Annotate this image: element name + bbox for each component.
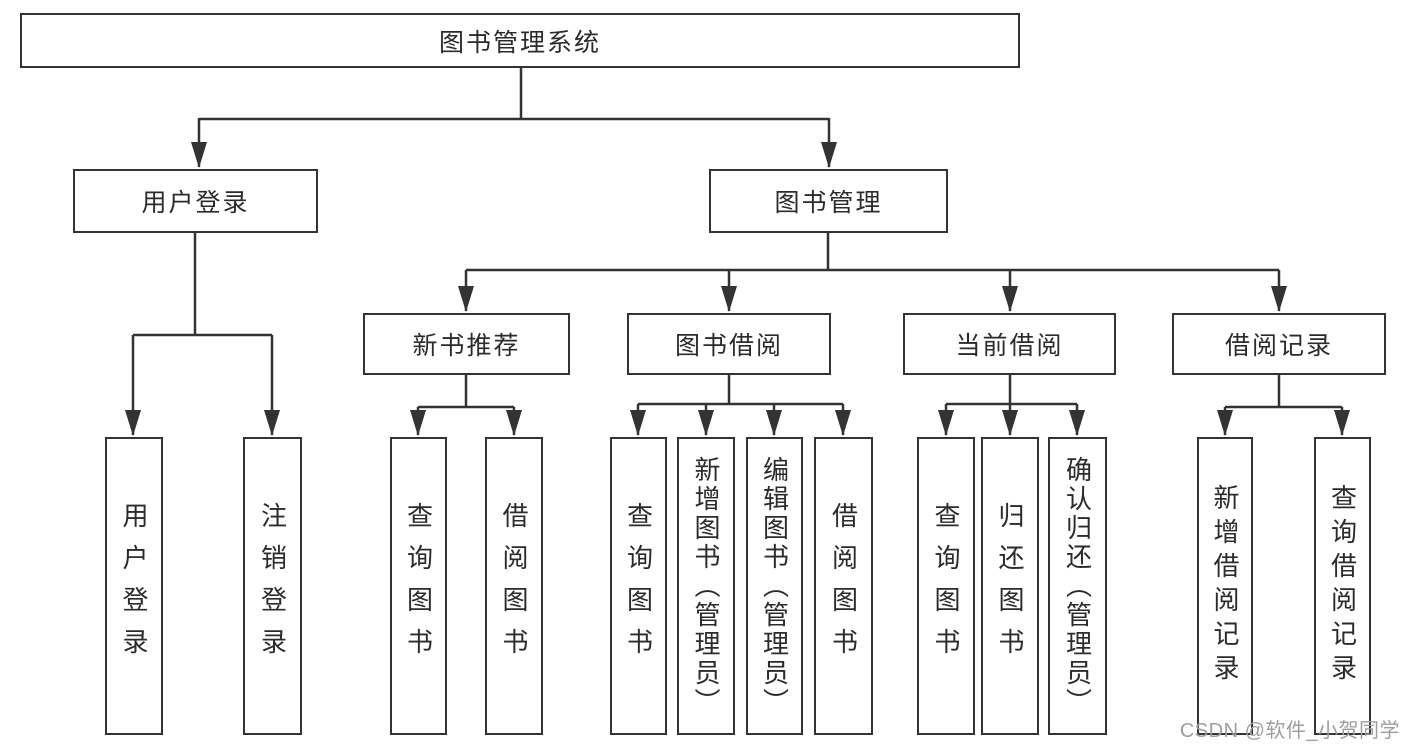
node-new-book-recommend-label: 新书推荐 bbox=[412, 332, 521, 360]
node-current-borrowing-label: 当前借阅 bbox=[955, 332, 1064, 360]
node-book-borrowing: 图书借阅 bbox=[627, 313, 831, 375]
node-book-management: 图书管理 bbox=[709, 169, 948, 233]
node-leaf-user-login: 用户登录 bbox=[105, 437, 163, 735]
node-leaf-edit-books-admin: 编辑图书（管理员） bbox=[746, 437, 803, 735]
node-leaf-add-books-admin: 新增图书（管理员） bbox=[677, 437, 735, 735]
csdn-watermark: CSDN @软件_小贺同学 bbox=[1179, 720, 1400, 742]
node-leaf-borrow-books: 借阅图书 bbox=[814, 437, 873, 735]
node-new-book-recommend: 新书推荐 bbox=[363, 313, 570, 375]
node-root-system: 图书管理系统 bbox=[20, 13, 1020, 68]
node-leaf-recommend-query-books-label: 查询图书 bbox=[403, 502, 434, 670]
node-leaf-query-borrow-record: 查询借阅记录 bbox=[1314, 437, 1371, 735]
node-leaf-borrow-query-books-label: 查询图书 bbox=[623, 502, 654, 670]
node-current-borrowing: 当前借阅 bbox=[903, 313, 1116, 375]
node-leaf-recommend-query-books: 查询图书 bbox=[390, 437, 447, 735]
node-leaf-add-borrow-record-label: 新增借阅记录 bbox=[1210, 484, 1240, 688]
node-leaf-confirm-return-admin: 确认归还（管理员） bbox=[1048, 437, 1107, 735]
node-leaf-return-books-label: 归还图书 bbox=[995, 502, 1025, 670]
node-user-login-module-label: 用户登录 bbox=[141, 189, 250, 217]
node-leaf-borrow-query-books: 查询图书 bbox=[610, 437, 667, 735]
node-book-borrowing-label: 图书借阅 bbox=[674, 332, 783, 360]
node-leaf-add-books-admin-label: 新增图书（管理员） bbox=[691, 455, 721, 717]
node-leaf-logout: 注销登录 bbox=[243, 437, 302, 735]
node-root-system-label: 图书管理系统 bbox=[438, 28, 601, 57]
node-borrowing-records-label: 借阅记录 bbox=[1224, 332, 1333, 360]
node-leaf-edit-books-admin-label: 编辑图书（管理员） bbox=[759, 455, 790, 717]
node-leaf-recommend-borrow-books-label: 借阅图书 bbox=[499, 502, 529, 670]
node-leaf-logout-label: 注销登录 bbox=[257, 502, 288, 670]
node-book-management-label: 图书管理 bbox=[774, 189, 883, 217]
node-borrowing-records: 借阅记录 bbox=[1172, 313, 1386, 375]
node-leaf-add-borrow-record: 新增借阅记录 bbox=[1197, 437, 1253, 735]
node-leaf-borrow-books-label: 借阅图书 bbox=[828, 502, 859, 670]
node-leaf-query-borrow-record-label: 查询借阅记录 bbox=[1327, 484, 1358, 688]
node-leaf-return-books: 归还图书 bbox=[981, 437, 1039, 735]
node-leaf-current-query-books: 查询图书 bbox=[917, 437, 975, 735]
node-leaf-current-query-books-label: 查询图书 bbox=[931, 502, 961, 670]
node-user-login-module: 用户登录 bbox=[73, 169, 318, 233]
node-leaf-user-login-label: 用户登录 bbox=[119, 502, 149, 670]
node-leaf-recommend-borrow-books: 借阅图书 bbox=[485, 437, 543, 735]
node-leaf-confirm-return-admin-label: 确认归还（管理员） bbox=[1062, 455, 1093, 717]
